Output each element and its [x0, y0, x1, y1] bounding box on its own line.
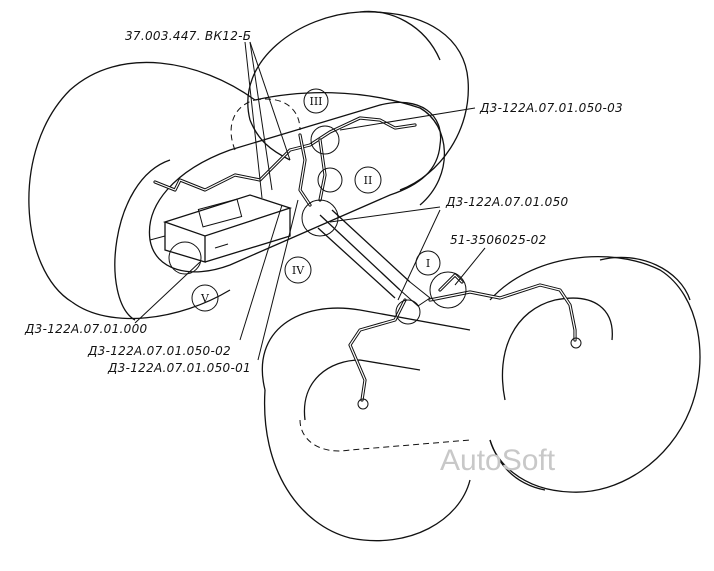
callout-I-label: I	[426, 257, 430, 270]
callout-II: II	[354, 166, 382, 194]
label-left-3-part: Д3-122А.07.01.050-01	[107, 361, 251, 375]
label-right-mid-part: Д3-122А.07.01.050	[445, 195, 569, 209]
watermark-text: AutoSoft	[440, 444, 556, 477]
label-right-top-part: Д3-122А.07.01.050-03	[479, 101, 623, 115]
callout-IV: IV	[284, 256, 312, 284]
label-left-2-part: Д3-122А.07.01.050-02	[87, 344, 231, 358]
detail-loops	[168, 125, 467, 325]
callout-V-label: V	[200, 292, 210, 305]
callout-III-label: III	[309, 95, 322, 108]
rear-axle-body	[148, 98, 442, 273]
label-right-low-part: 51-3506025-02	[450, 233, 547, 247]
wheel-front-left	[261, 307, 471, 542]
callout-IV-label: IV	[292, 264, 305, 277]
callout-III: III	[303, 88, 329, 114]
valve-block	[149, 194, 293, 263]
callout-II-label: II	[364, 174, 373, 187]
wheel-front-right	[489, 256, 701, 493]
wheel-rear-left	[28, 61, 446, 321]
label-left-1-part: Д3-122А.07.01.000	[24, 322, 148, 336]
drive-shaft	[317, 209, 431, 307]
leader-lines	[134, 41, 486, 361]
brake-pipes	[153, 116, 582, 410]
callout-V: V	[191, 284, 219, 312]
callout-I: I	[415, 250, 441, 276]
label-top-part: 37.003.447. ВК12-Б	[125, 29, 251, 43]
